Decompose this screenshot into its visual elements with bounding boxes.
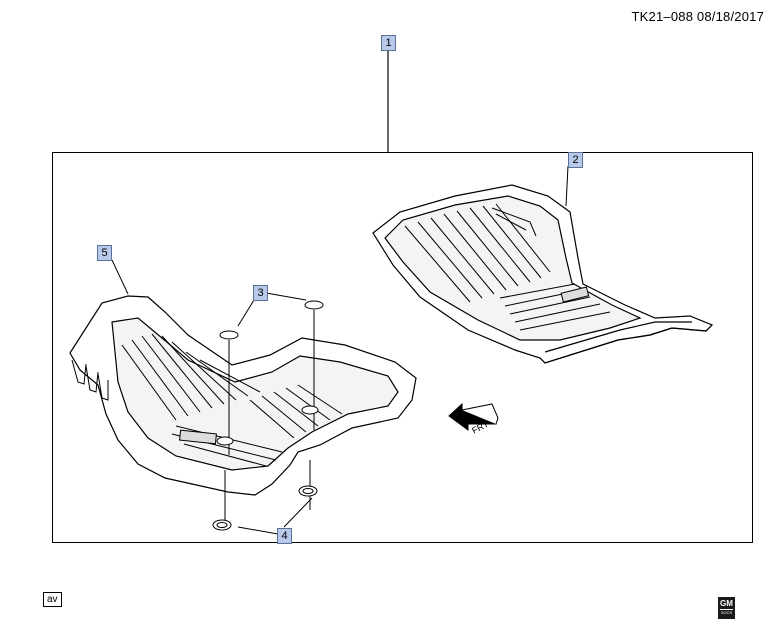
document-id: TK21–088 08/18/2017 [631,9,764,24]
front-arrow-icon [448,402,499,431]
rear-floor-mat [372,184,714,364]
gm-logo-icon: GM SOCS [718,597,735,619]
leader-lines [111,165,569,535]
rear-mat-ridges [404,203,611,331]
grommet-left [212,470,232,531]
callout-5[interactable]: 5 [97,245,112,261]
grommet-right [298,460,318,510]
retainer-left [216,330,239,455]
retainer-right [301,300,324,430]
callout-4[interactable]: 4 [277,528,292,544]
illustration-frame [52,152,753,543]
callout-2[interactable]: 2 [568,152,583,168]
av-tag: av [43,592,62,607]
callout-1[interactable]: 1 [381,35,396,51]
gm-logo-subtext: SOCS [720,610,733,615]
callout-3[interactable]: 3 [253,285,268,301]
gm-logo-text: GM [720,599,733,610]
